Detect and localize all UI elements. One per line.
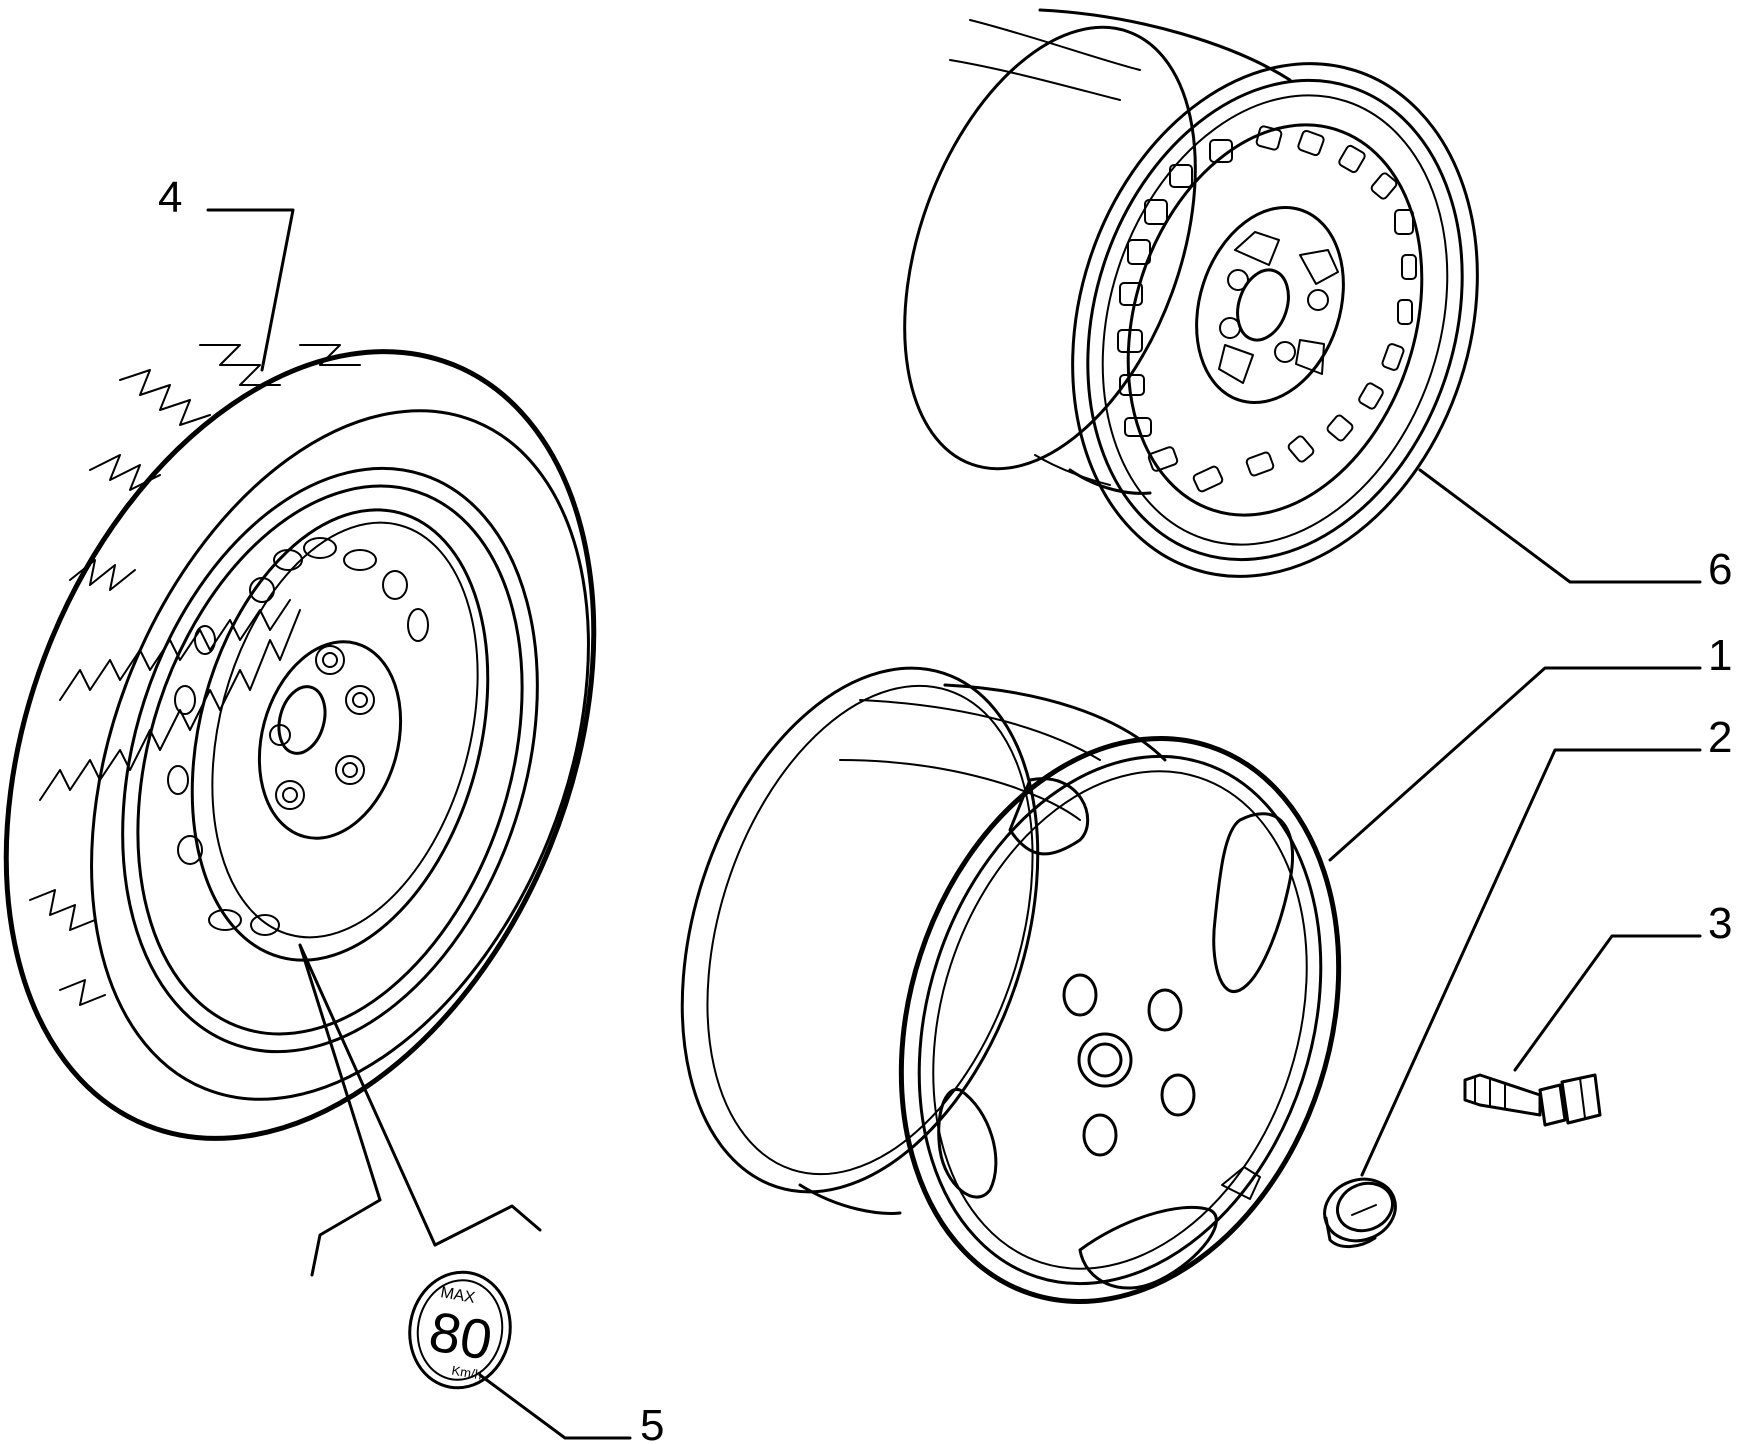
callout-4: 4 [158,173,182,222]
speed-limit-badge: MAX 80 Km/h [408,1270,632,1440]
callout-1-leader [1328,666,1702,862]
wheel-bolt [1463,934,1702,1127]
callout-5: 5 [640,1401,664,1444]
callout-6: 6 [1708,545,1732,594]
callout-3: 3 [1708,899,1732,948]
badge-speed-value: 80 [425,1299,497,1372]
callout-1: 1 [1708,631,1732,680]
hub-cap [1323,748,1702,1248]
alloy-wheel [680,666,1702,1304]
callout-6-leader [1418,468,1702,584]
badge-max-text: MAX [439,1284,476,1307]
callout-5-leader [478,1373,632,1440]
steel-wheel [903,8,1702,584]
spare-wheel-with-tyre [3,208,597,1277]
callout-2-leader [1360,748,1702,1177]
badge-unit-text: Km/h [451,1363,483,1383]
callout-3-leader [1513,934,1702,1072]
callout-2: 2 [1708,713,1732,762]
